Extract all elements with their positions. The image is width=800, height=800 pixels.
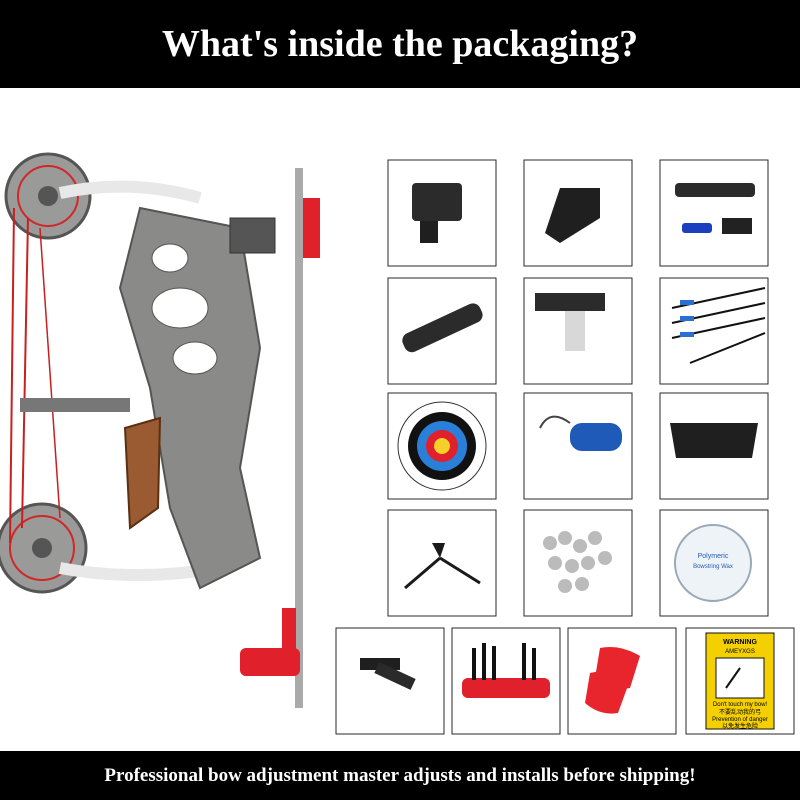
item-finger-sling bbox=[523, 392, 633, 500]
warning-line-cn-2: 以免发生危险 bbox=[722, 722, 758, 730]
item-bracket-plate bbox=[523, 159, 633, 267]
product-photo: Polymeric Bowstring Wax WARNING AMEYXGS … bbox=[0, 152, 795, 735]
item-steel-balls bbox=[523, 509, 633, 617]
item-stabilizer bbox=[387, 277, 497, 385]
item-arrows bbox=[659, 277, 769, 385]
footer-banner: Professional bow adjustment master adjus… bbox=[0, 751, 800, 800]
item-string-silencers bbox=[567, 627, 677, 735]
item-mount-bracket bbox=[335, 627, 445, 735]
wax-label-line1: Polymeric bbox=[698, 553, 729, 560]
wax-label-line2: Bowstring Wax bbox=[693, 564, 733, 570]
item-laser-sight-kit bbox=[659, 159, 769, 267]
footer-note: Professional bow adjustment master adjus… bbox=[104, 764, 696, 786]
item-warning-card: WARNING AMEYXGS Don't touch my bow! 不要乱动… bbox=[685, 627, 795, 735]
item-peep-sight bbox=[387, 159, 497, 267]
warning-brand: AMEYXGS bbox=[725, 649, 755, 655]
header-banner: What's inside the packaging? bbox=[0, 0, 800, 88]
warning-line-en-2: Prevention of danger bbox=[712, 717, 768, 723]
item-bow-stand bbox=[387, 509, 497, 617]
item-bow-quiver bbox=[659, 392, 769, 500]
warning-line-cn-1: 不要乱动我的弓 bbox=[719, 708, 761, 716]
page-title: What's inside the packaging? bbox=[161, 23, 639, 65]
item-allen-key-set bbox=[451, 627, 561, 735]
item-bowstring-wax: Polymeric Bowstring Wax bbox=[659, 509, 769, 617]
item-arrow-rest bbox=[523, 277, 633, 385]
warning-heading: WARNING bbox=[723, 639, 757, 646]
item-target-face bbox=[387, 392, 497, 500]
warning-line-en-1: Don't touch my bow! bbox=[713, 702, 768, 708]
compound-bow-image bbox=[0, 152, 320, 708]
